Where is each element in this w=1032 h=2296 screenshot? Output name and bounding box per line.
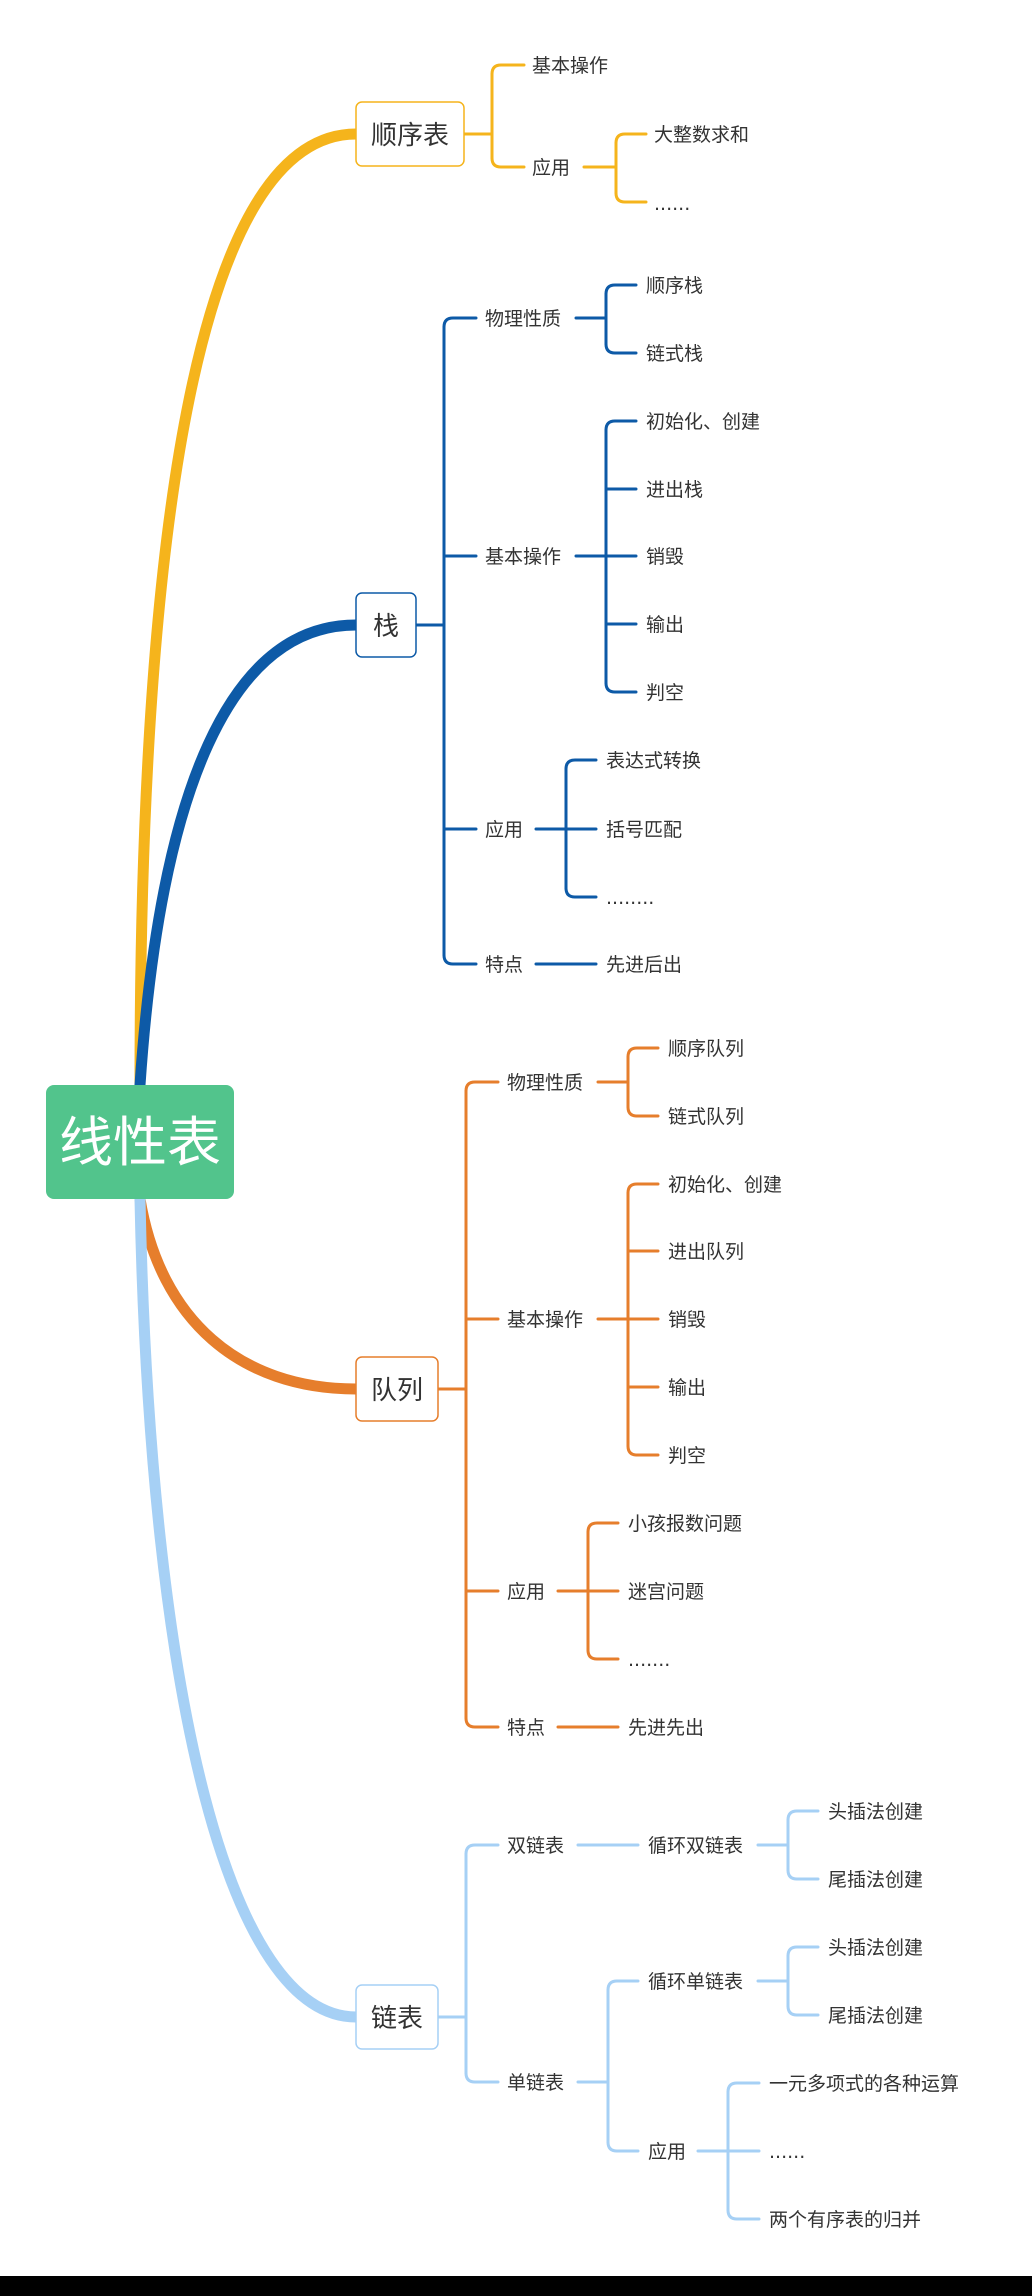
list-circular-single[interactable]: 循环单链表 <box>648 1971 743 1993</box>
stack-bracket-leaf-3 <box>442 953 478 966</box>
list-app-more[interactable]: ...... <box>769 2141 805 2163</box>
seq-application[interactable]: 应用 <box>532 157 570 179</box>
queue-op-init[interactable]: 初始化、创建 <box>668 1174 782 1196</box>
queue-bracket-leaf-0 <box>464 1080 500 1093</box>
stack-op-isempty[interactable]: 判空 <box>646 682 684 704</box>
stack-feature[interactable]: 特点 <box>485 954 523 976</box>
seq-app-bigint-sum[interactable]: 大整数求和 <box>654 124 749 146</box>
queue-ops-bracket-leaf-0 <box>626 1182 660 1195</box>
stack-phys-bracket-leaf-0 <box>604 283 638 296</box>
branch-label-seq: 顺序表 <box>371 121 449 151</box>
seq-bracket-leaf-1 <box>490 156 526 169</box>
queue-app-josephus[interactable]: 小孩报数问题 <box>628 1513 742 1535</box>
stack-op-output[interactable]: 输出 <box>646 614 684 636</box>
list-cd-bracket-leaf-0 <box>786 1809 820 1822</box>
list-cs-bracket-leaf-1 <box>786 2004 820 2017</box>
seq-app-bracket-leaf-1 <box>614 191 648 204</box>
list-cd-bracket-leaf-1 <box>786 1868 820 1881</box>
queue-linked-queue[interactable]: 链式队列 <box>668 1106 744 1128</box>
queue-app-bracket-leaf-2 <box>586 1648 620 1661</box>
stack-linked-stack[interactable]: 链式栈 <box>646 343 703 365</box>
list-cs-tail-insert[interactable]: 尾插法创建 <box>828 2005 923 2027</box>
list-single-bracket-leaf-0 <box>606 1979 640 1992</box>
seq-basic-ops[interactable]: 基本操作 <box>532 55 608 77</box>
stack-ops-bracket-leaf-0 <box>604 419 638 432</box>
queue-seq-queue[interactable]: 顺序队列 <box>668 1038 744 1060</box>
queue-physical[interactable]: 物理性质 <box>507 1072 583 1094</box>
stack-bracket-leaf-0 <box>442 316 478 329</box>
stack-app-bracket-match[interactable]: 括号匹配 <box>606 819 682 841</box>
list-cs-head-insert[interactable]: 头插法创建 <box>828 1937 923 1959</box>
root-node-box <box>46 1085 234 1199</box>
queue-op-output[interactable]: 输出 <box>668 1377 706 1399</box>
branch-box-queue <box>355 1356 439 1422</box>
connector-layer <box>134 63 820 2221</box>
list-app-bracket-leaf-0 <box>726 2081 761 2094</box>
list-cd-head-insert[interactable]: 头插法创建 <box>828 1801 923 1823</box>
list-bracket-leaf-0 <box>464 1843 500 1856</box>
seq-app-bracket-leaf-0 <box>614 132 648 145</box>
queue-op-destroy[interactable]: 销毁 <box>668 1309 706 1331</box>
queue-feature[interactable]: 特点 <box>507 1717 545 1739</box>
list-single-application[interactable]: 应用 <box>648 2141 686 2163</box>
root-label: 线性表 <box>59 1111 221 1174</box>
list-app-merge-sorted[interactable]: 两个有序表的归并 <box>769 2209 921 2231</box>
queue-app-more[interactable]: ....... <box>628 1649 670 1671</box>
list-single-bracket-leaf-1 <box>606 2140 640 2153</box>
branch-node-queue[interactable]: 队列 <box>355 1356 439 1422</box>
list-circular-double[interactable]: 循环双链表 <box>648 1835 743 1857</box>
queue-bracket-leaf-3 <box>464 1716 500 1729</box>
list-app-bracket-leaf-2 <box>726 2208 761 2221</box>
branch-node-seq[interactable]: 顺序表 <box>355 101 465 167</box>
queue-phys-bracket-leaf-0 <box>626 1046 660 1059</box>
queue-phys-bracket-leaf-1 <box>626 1105 660 1118</box>
stack-physical[interactable]: 物理性质 <box>485 308 561 330</box>
queue-feature-fifo[interactable]: 先进先出 <box>628 1717 704 1739</box>
queue-ops-bracket-leaf-4 <box>626 1444 660 1457</box>
queue-op-enqueue[interactable]: 进出队列 <box>668 1241 744 1263</box>
branch-box-list <box>355 1984 439 2050</box>
stack-feature-lifo[interactable]: 先进后出 <box>606 954 682 976</box>
root-link-list <box>134 1193 362 2023</box>
list-cs-bracket-leaf-0 <box>786 1945 820 1958</box>
root-link-queue <box>134 1193 362 1395</box>
branch-box-stack <box>355 592 417 658</box>
stack-app-bracket-leaf-0 <box>564 758 598 771</box>
queue-app-bracket-leaf-0 <box>586 1521 620 1534</box>
stack-app-expr-convert[interactable]: 表达式转换 <box>606 750 701 772</box>
root-link-seq <box>134 128 362 1091</box>
branch-label-queue: 队列 <box>371 1376 423 1406</box>
queue-app-maze[interactable]: 迷宫问题 <box>628 1581 704 1603</box>
stack-application[interactable]: 应用 <box>485 819 523 841</box>
branch-label-list: 链表 <box>371 2004 423 2034</box>
stack-phys-bracket-leaf-1 <box>604 342 638 355</box>
list-cd-tail-insert[interactable]: 尾插法创建 <box>828 1869 923 1891</box>
branch-node-stack[interactable]: 栈 <box>355 592 417 658</box>
stack-seq-stack[interactable]: 顺序栈 <box>646 275 703 297</box>
root-link-stack <box>134 619 362 1091</box>
branch-label-stack: 栈 <box>373 612 399 642</box>
stack-app-more[interactable]: ........ <box>606 887 654 909</box>
queue-op-isempty[interactable]: 判空 <box>668 1445 706 1467</box>
root-node[interactable]: 线性表 <box>46 1085 234 1199</box>
stack-op-push-pop[interactable]: 进出栈 <box>646 479 703 501</box>
list-double[interactable]: 双链表 <box>507 1835 564 1857</box>
list-single[interactable]: 单链表 <box>507 2072 564 2094</box>
list-app-polynomial[interactable]: 一元多项式的各种运算 <box>769 2073 959 2095</box>
queue-basic-ops[interactable]: 基本操作 <box>507 1309 583 1331</box>
branch-box-seq <box>355 101 465 167</box>
stack-ops-bracket-leaf-4 <box>604 681 638 694</box>
branch-node-list[interactable]: 链表 <box>355 1984 439 2050</box>
list-bracket-leaf-1 <box>464 2071 500 2084</box>
seq-app-more[interactable]: ...... <box>654 193 690 215</box>
stack-app-bracket-leaf-2 <box>564 886 598 899</box>
stack-op-destroy[interactable]: 销毁 <box>646 546 684 568</box>
seq-bracket-leaf-0 <box>490 63 526 76</box>
stack-basic-ops[interactable]: 基本操作 <box>485 546 561 568</box>
stack-op-init[interactable]: 初始化、创建 <box>646 411 760 433</box>
queue-application[interactable]: 应用 <box>507 1581 545 1603</box>
